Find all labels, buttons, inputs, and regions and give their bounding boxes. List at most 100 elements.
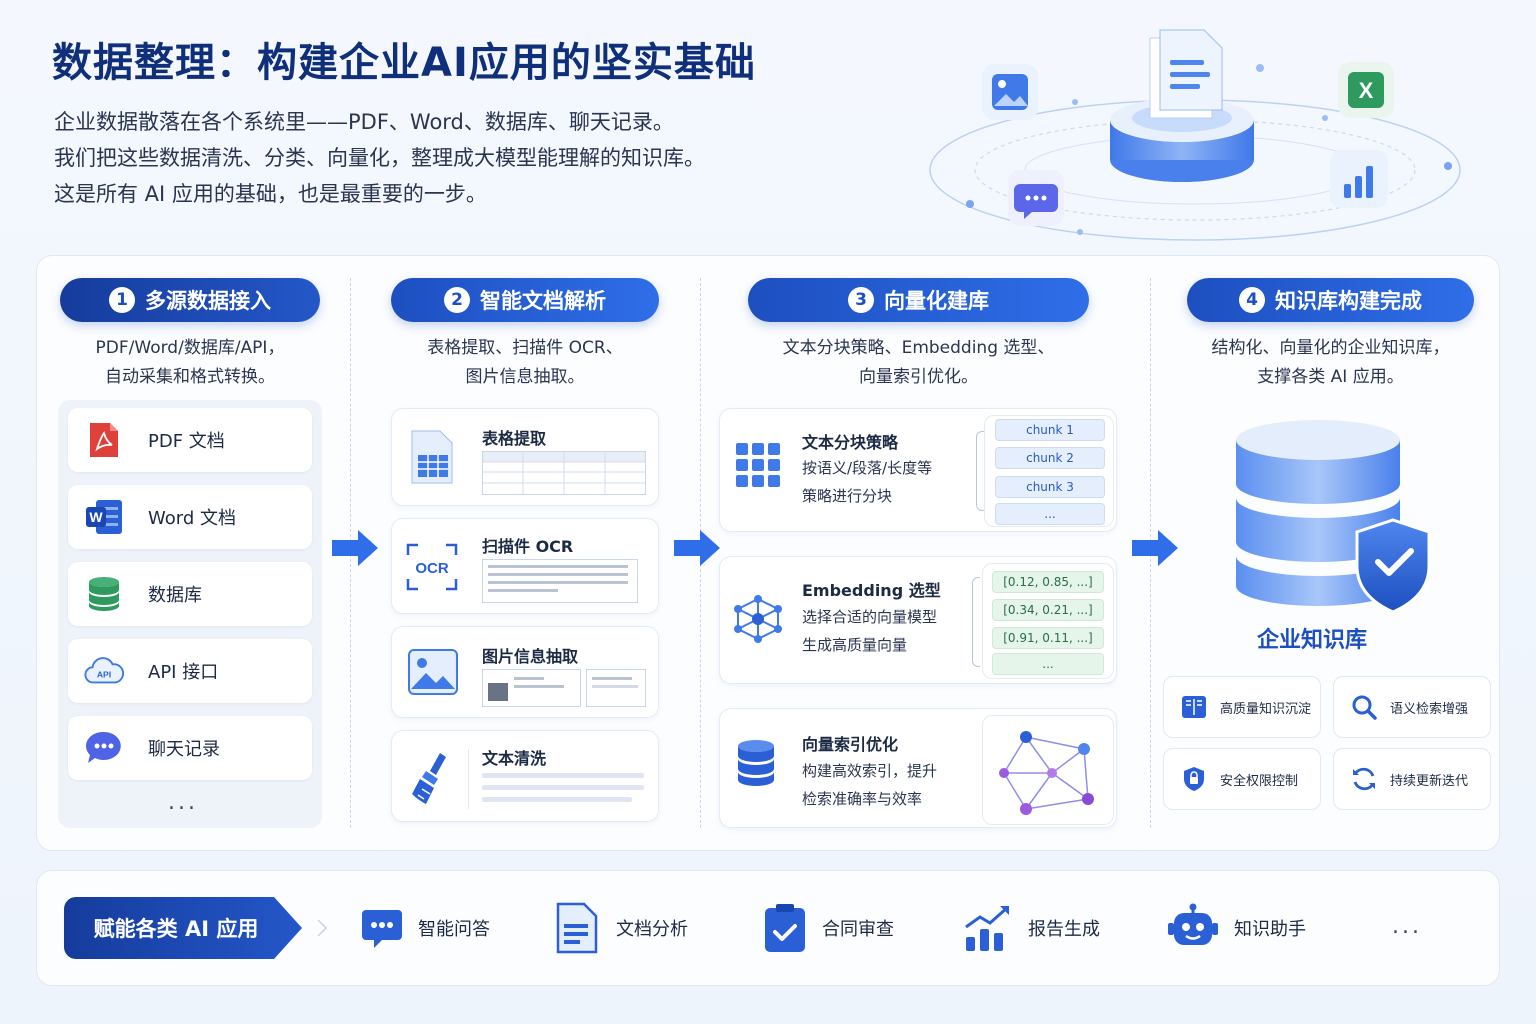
chunk-chip: ... bbox=[995, 503, 1105, 525]
app-label: 报告生成 bbox=[1028, 919, 1100, 940]
vector-chip: [0.34, 0.21, ...] bbox=[992, 599, 1104, 621]
feature-label: 持续更新迭代 bbox=[1390, 773, 1469, 789]
excel-icon: X bbox=[1338, 62, 1394, 118]
source-label: API 接口 bbox=[148, 662, 219, 683]
source-word[interactable]: W Word 文档 bbox=[68, 485, 312, 549]
flow-arrow-icon bbox=[332, 530, 378, 566]
bar-chart-icon bbox=[965, 905, 1009, 951]
db-stack-icon bbox=[738, 740, 774, 786]
feature-search: 语义检索增强 bbox=[1333, 676, 1491, 738]
vector-chip: ... bbox=[992, 653, 1104, 675]
table-preview-icon bbox=[482, 451, 646, 495]
chat-icon bbox=[84, 728, 124, 768]
desc-line: 策略进行分块 bbox=[802, 487, 893, 505]
source-label: Word 文档 bbox=[148, 508, 236, 529]
intro-text: 企业数据散落在各个系统里——PDF、Word、数据库、聊天记录。 我们把这些数据… bbox=[54, 104, 705, 212]
vector-chip: [0.91, 0.11, ...] bbox=[992, 627, 1104, 649]
card-image-extract[interactable]: 图片信息抽取 bbox=[391, 626, 659, 718]
feature-quality: 高质量知识沉淀 bbox=[1163, 676, 1321, 738]
app-label: 知识助手 bbox=[1234, 919, 1306, 940]
card-index[interactable]: 向量索引优化 构建高效索引，提升 检索准确率与效率 bbox=[719, 708, 1117, 828]
shield-lock-icon bbox=[1184, 767, 1204, 791]
desc-line: 文本分块策略、Embedding 选型、 bbox=[782, 338, 1055, 358]
empower-banner bbox=[64, 897, 302, 959]
desc-line: 向量索引优化。 bbox=[859, 367, 978, 387]
text-line bbox=[482, 785, 644, 790]
card-title: 扫描件 OCR bbox=[482, 537, 574, 556]
card-desc: 按语义/段落/长度等 策略进行分块 bbox=[802, 454, 932, 510]
api-badge-text: API bbox=[97, 670, 111, 680]
card-text-clean[interactable]: 文本清洗 bbox=[391, 730, 659, 822]
book-icon bbox=[1182, 696, 1206, 718]
app-contract-review[interactable]: 合同审查 bbox=[762, 900, 894, 956]
source-api[interactable]: API API 接口 bbox=[68, 639, 312, 703]
desc-line: 检索准确率与效率 bbox=[802, 790, 923, 808]
source-label: 聊天记录 bbox=[148, 739, 220, 760]
step-title: 知识库构建完成 bbox=[1275, 289, 1422, 313]
ocr-label: OCR bbox=[415, 560, 449, 577]
desc-line: 图片信息抽取。 bbox=[465, 367, 585, 387]
bar-chart-icon bbox=[1330, 150, 1388, 208]
source-label: 数据库 bbox=[148, 585, 202, 606]
brace bbox=[976, 431, 984, 511]
document-icon bbox=[556, 902, 598, 954]
feature-label: 安全权限控制 bbox=[1220, 773, 1299, 789]
app-doc-analysis[interactable]: 文档分析 bbox=[552, 900, 688, 956]
feature-update: 持续更新迭代 bbox=[1333, 748, 1491, 810]
source-label: PDF 文档 bbox=[148, 431, 225, 452]
card-title: 向量索引优化 bbox=[802, 735, 899, 754]
desc-line: 支撑各类 AI 应用。 bbox=[1257, 367, 1404, 387]
document-icon bbox=[1149, 29, 1223, 119]
app-qa[interactable]: 智能问答 bbox=[360, 900, 490, 956]
card-title: 文本清洗 bbox=[482, 749, 547, 768]
feature-label: 高质量知识沉淀 bbox=[1220, 701, 1312, 717]
pdf-icon bbox=[84, 420, 124, 460]
app-label: 合同审查 bbox=[822, 919, 894, 940]
more-apps: ... bbox=[1392, 914, 1422, 939]
feature-label: 语义检索增强 bbox=[1390, 701, 1469, 717]
desc-line: 结构化、向量化的企业知识库， bbox=[1211, 338, 1450, 358]
more-sources: ... bbox=[168, 790, 198, 815]
desc-line: 按语义/段落/长度等 bbox=[802, 459, 933, 477]
refresh-icon bbox=[1353, 767, 1375, 791]
app-report[interactable]: 报告生成 bbox=[962, 900, 1100, 956]
card-desc: 选择合适的向量模型 生成高质量向量 bbox=[802, 603, 937, 659]
card-chunking[interactable]: 文本分块策略 按语义/段落/长度等 策略进行分块 chunk 1 chunk 2… bbox=[719, 408, 1117, 532]
step-3-pill: 3 向量化建库 bbox=[748, 278, 1089, 322]
database-icon bbox=[84, 574, 124, 614]
source-database[interactable]: 数据库 bbox=[68, 562, 312, 626]
step-title: 向量化建库 bbox=[884, 289, 989, 313]
source-pdf[interactable]: PDF 文档 bbox=[68, 408, 312, 472]
card-embedding[interactable]: Embedding 选型 选择合适的向量模型 生成高质量向量 [0.12, 0.… bbox=[719, 556, 1117, 684]
text-line bbox=[482, 773, 644, 778]
grid-icon bbox=[736, 443, 780, 487]
chunk-chip: chunk 2 bbox=[995, 447, 1105, 469]
word-icon: W bbox=[84, 497, 124, 537]
app-assistant[interactable]: 知识助手 bbox=[1166, 900, 1306, 956]
image-preview-icon bbox=[482, 669, 646, 707]
card-title: 文本分块策略 bbox=[802, 433, 899, 452]
desc-line: 生成高质量向量 bbox=[802, 636, 908, 654]
desc-line: PDF/Word/数据库/API， bbox=[95, 338, 285, 358]
ocr-icon: OCR bbox=[406, 543, 458, 591]
feature-security: 安全权限控制 bbox=[1163, 748, 1321, 810]
flow-arrow-icon bbox=[674, 530, 720, 566]
chevron-right-icon bbox=[317, 919, 328, 937]
chunk-chip: chunk 3 bbox=[995, 476, 1105, 498]
card-title: 图片信息抽取 bbox=[482, 647, 579, 666]
image-icon bbox=[982, 64, 1038, 120]
page-title: 数据整理：构建企业AI应用的坚实基础 bbox=[52, 40, 756, 86]
step-2-desc: 表格提取、扫描件 OCR、 图片信息抽取。 bbox=[391, 334, 659, 392]
card-table-extract[interactable]: 表格提取 bbox=[391, 408, 659, 506]
step-4-desc: 结构化、向量化的企业知识库， 支撑各类 AI 应用。 bbox=[1167, 334, 1494, 392]
desc-line: 构建高效索引，提升 bbox=[802, 762, 938, 780]
image-icon bbox=[408, 649, 458, 695]
divider bbox=[468, 749, 469, 809]
step-number: 4 bbox=[1239, 287, 1265, 313]
table-icon bbox=[411, 430, 453, 484]
card-ocr[interactable]: OCR 扫描件 OCR bbox=[391, 518, 659, 614]
api-cloud-icon: API bbox=[84, 651, 124, 691]
card-title: Embedding 选型 bbox=[802, 581, 941, 600]
source-chat[interactable]: 聊天记录 bbox=[68, 716, 312, 780]
svg-text:X: X bbox=[1359, 78, 1374, 103]
